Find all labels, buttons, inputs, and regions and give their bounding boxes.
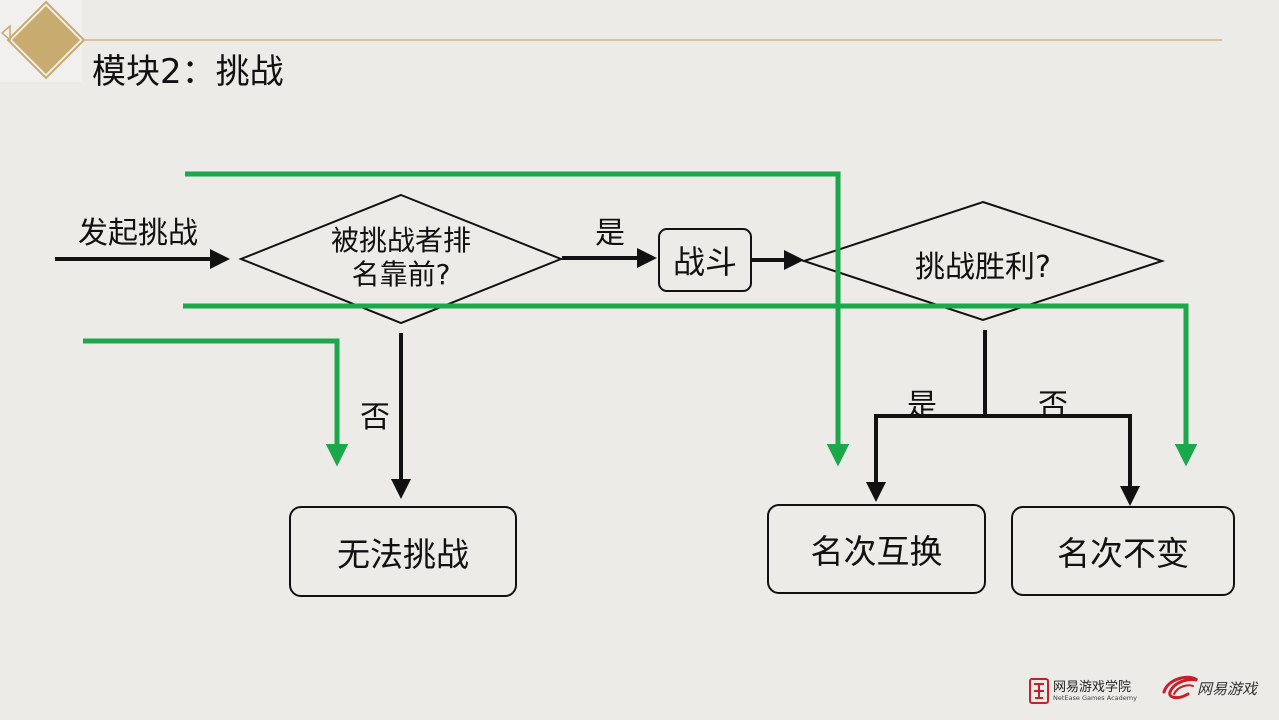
result-unchanged-box: 名次不变 (1011, 506, 1235, 596)
green-path-cannot (83, 338, 349, 467)
arrow-yes-to-swap (866, 330, 987, 502)
no-label-2: 否 (1038, 388, 1068, 423)
result-cannot-box: 无法挑战 (289, 506, 517, 597)
academy-name: 网易游戏学院 (1053, 680, 1132, 695)
result-swap-label: 名次互换 (810, 532, 943, 571)
result-cannot-label: 无法挑战 (337, 534, 469, 574)
result-unchanged-label: 名次不变 (1057, 534, 1189, 573)
gold-diamond-outline (6, 0, 86, 80)
arrow-no-to-unchanged (985, 414, 1140, 506)
yes-label-2: 是 (907, 388, 937, 423)
fight-box: 战斗 (658, 228, 752, 292)
fight-box-label: 战斗 (672, 243, 737, 281)
result-swap-box: 名次互换 (767, 504, 986, 594)
brand-swirl-icon (1162, 675, 1198, 700)
decision-rank-diamond (238, 193, 564, 325)
small-triangle-icon (0, 24, 11, 42)
academy-subtitle: NetEase Games Academy (1053, 694, 1137, 702)
no-label-1: 否 (360, 400, 390, 435)
page-title: 模块2：挑战 (92, 52, 284, 92)
header-decoration (0, 0, 1222, 82)
gold-diamond (12, 6, 80, 74)
brand-logo: 网易游戏 (1160, 670, 1265, 706)
start-label: 发起挑战 (78, 216, 198, 251)
brand-name: 网易游戏 (1197, 680, 1258, 698)
yes-label-1: 是 (595, 216, 625, 251)
decision-rank-line1: 被挑战者排 (330, 224, 471, 257)
academy-logo: 网易游戏学院 NetEase Games Academy (1028, 674, 1158, 708)
decision-win-diamond (800, 200, 1166, 322)
decision-win-text: 挑战胜利? (915, 250, 1051, 285)
academy-seal-icon (1029, 678, 1049, 704)
green-path-swap (185, 171, 850, 467)
decision-rank-text: 被挑战者排 名靠前? (301, 224, 501, 292)
green-path-unchanged (183, 303, 1198, 467)
decision-rank-line2: 名靠前? (351, 258, 451, 291)
